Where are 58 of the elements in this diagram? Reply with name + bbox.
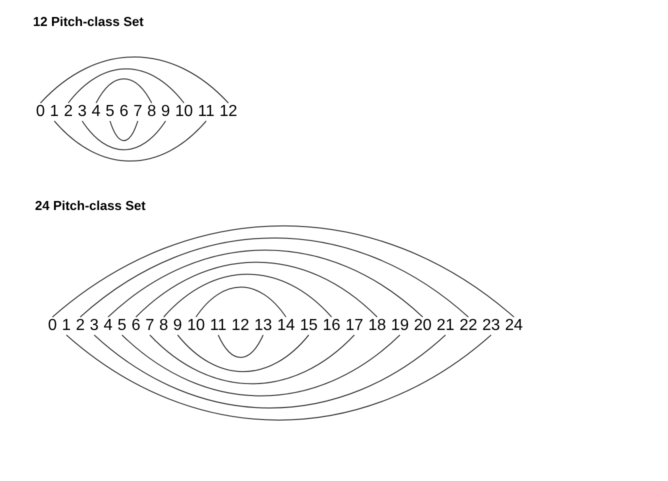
arc-line xyxy=(68,68,184,104)
section-heading: 12 Pitch-class Set xyxy=(33,14,144,29)
arc-line xyxy=(54,120,207,162)
arc-line xyxy=(163,274,332,318)
pitch-class-number: 5 xyxy=(118,317,126,335)
pitch-class-number: 12 xyxy=(219,103,238,121)
pitch-class-number: 5 xyxy=(106,103,114,121)
arc-line xyxy=(52,225,514,318)
pitch-class-number: 4 xyxy=(104,317,113,335)
pitch-class-number: 14 xyxy=(277,317,295,335)
pitch-class-number: 3 xyxy=(90,317,99,335)
pitch-class-number: 20 xyxy=(414,317,432,335)
pitch-class-number: 7 xyxy=(145,317,154,335)
arc-line xyxy=(195,286,286,318)
arc-line xyxy=(109,120,138,142)
pitch-class-number: 24 xyxy=(505,317,523,335)
pitch-class-number: 11 xyxy=(198,103,214,121)
pitch-class-number: 9 xyxy=(161,103,170,121)
arc-line xyxy=(149,334,355,384)
pitch-class-number: 15 xyxy=(300,317,318,335)
pitch-class-number: 0 xyxy=(48,317,57,335)
pitch-class-number: 2 xyxy=(64,103,73,121)
pitch-class-number: 1 xyxy=(62,317,71,335)
pitch-class-number: 16 xyxy=(322,317,340,335)
pitch-class-number: 2 xyxy=(76,317,85,335)
pitch-class-number: 10 xyxy=(187,317,205,335)
arc-line xyxy=(94,334,446,408)
arc-line xyxy=(82,120,166,150)
pitch-class-number: 17 xyxy=(345,317,364,335)
arc-line xyxy=(177,334,310,372)
arc-line xyxy=(40,56,229,104)
pitch-class-number: 13 xyxy=(254,317,272,335)
pitch-class-number: 1 xyxy=(50,103,59,121)
section-heading: 24 Pitch-class Set xyxy=(35,198,146,213)
arc-line xyxy=(66,334,492,421)
pitch-class-number: 8 xyxy=(159,317,168,335)
arc-line xyxy=(121,334,400,396)
pitch-class-number: 6 xyxy=(131,317,140,335)
pitch-class-number: 7 xyxy=(133,103,142,121)
pitch-class-number: 9 xyxy=(173,317,182,335)
pitch-class-number: 6 xyxy=(119,103,128,121)
pitch-class-number: 12 xyxy=(231,317,250,335)
pitch-class-number: 19 xyxy=(391,317,409,335)
pitch-class-number: 10 xyxy=(175,103,193,121)
pitch-class-number: 3 xyxy=(78,103,87,121)
pitch-class-number: 18 xyxy=(368,317,386,335)
arc-line xyxy=(96,78,152,104)
pitch-class-number: 23 xyxy=(482,317,500,335)
pitch-class-number: 11 xyxy=(210,317,226,335)
arc-line xyxy=(108,250,424,318)
pitch-class-number: 22 xyxy=(459,317,478,335)
pitch-class-number: 8 xyxy=(147,103,156,121)
arc-line xyxy=(80,237,469,318)
pitch-class-number: 0 xyxy=(36,103,45,121)
pitch-class-number: 4 xyxy=(92,103,101,121)
pitch-class-number: 21 xyxy=(436,317,454,335)
arc-line xyxy=(218,334,264,358)
arc-line xyxy=(135,262,378,318)
